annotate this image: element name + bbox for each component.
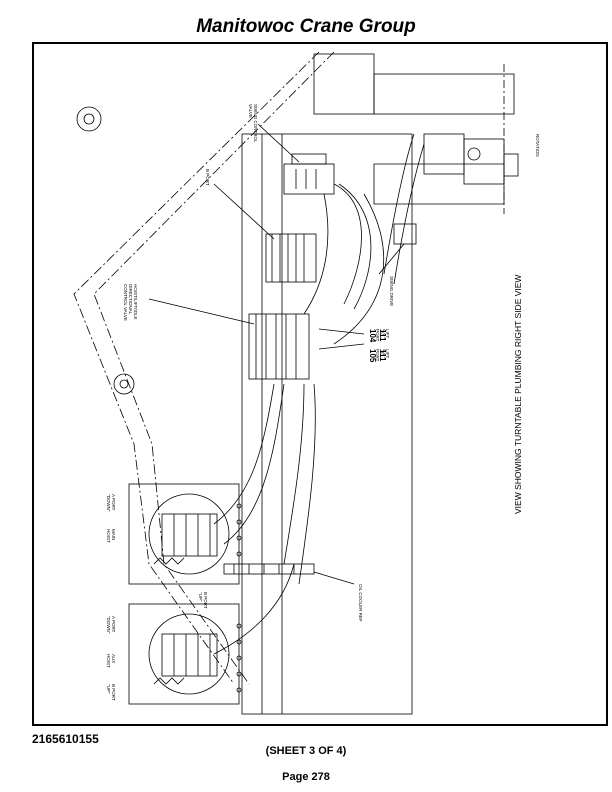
lift-a-port-label: LIFT "A" PORT	[375, 329, 390, 342]
hoist-valve-label: HOIST/LIFT/IDLE DIRECTIONAL CONTROL VALV…	[123, 284, 138, 321]
b-port-top-label: B PORT	[205, 169, 210, 186]
main-hoist-drum	[128, 483, 240, 585]
page-title: Manitowoc Crane Group	[196, 16, 416, 37]
aux-b-port-label: B PORT "UP"	[106, 684, 116, 702]
page-number: Page 278	[282, 771, 330, 783]
swing-control-valve	[283, 163, 335, 195]
swing-drive	[393, 223, 417, 245]
port-111-top-label: 111	[378, 329, 387, 342]
swing-drive-label: SWING DRIVE	[389, 276, 394, 306]
aux-a-port-label: A PORT "DOWN"	[106, 616, 116, 634]
oil-cooler-label: OIL COOLER REF	[358, 584, 363, 622]
lift-b-port-label: LIFT "B" PORT	[375, 349, 390, 362]
aux-hoist-drum	[128, 603, 240, 705]
turntable-plumbing-drawing: SWING CONTROL VALVE ROTATION B PORT HOIS…	[73, 51, 540, 715]
main-b-port-label: B PORT "UP"	[198, 592, 208, 610]
port-105-label: 105	[368, 349, 377, 363]
boom-outline-inner	[93, 51, 335, 685]
port-104-label: 104	[368, 329, 377, 343]
drawing-frame: SWING CONTROL VALVE ROTATION B PORT HOIS…	[32, 42, 608, 726]
rotation-label: ROTATION	[535, 134, 540, 157]
turntable-plate	[241, 133, 413, 715]
aux-hoist-label: AUX HOIST	[106, 654, 116, 668]
view-title: VIEW SHOWING TURNTABLE PLUMBING RIGHT SI…	[513, 275, 523, 514]
swing-control-valve-label: SWING CONTROL VALVE	[248, 104, 258, 144]
directional-valve-upper	[265, 233, 317, 283]
hoist-control-valve	[248, 313, 310, 380]
sheet-indicator: (SHEET 3 OF 4)	[265, 745, 347, 757]
main-hoist-label: MAIN HOIST	[106, 529, 116, 543]
port-111-bottom-label: 111	[378, 349, 387, 362]
oil-cooler	[223, 563, 315, 575]
document-number: 2165610155	[32, 732, 99, 746]
main-a-port-label: A PORT "DOWN"	[106, 494, 116, 512]
